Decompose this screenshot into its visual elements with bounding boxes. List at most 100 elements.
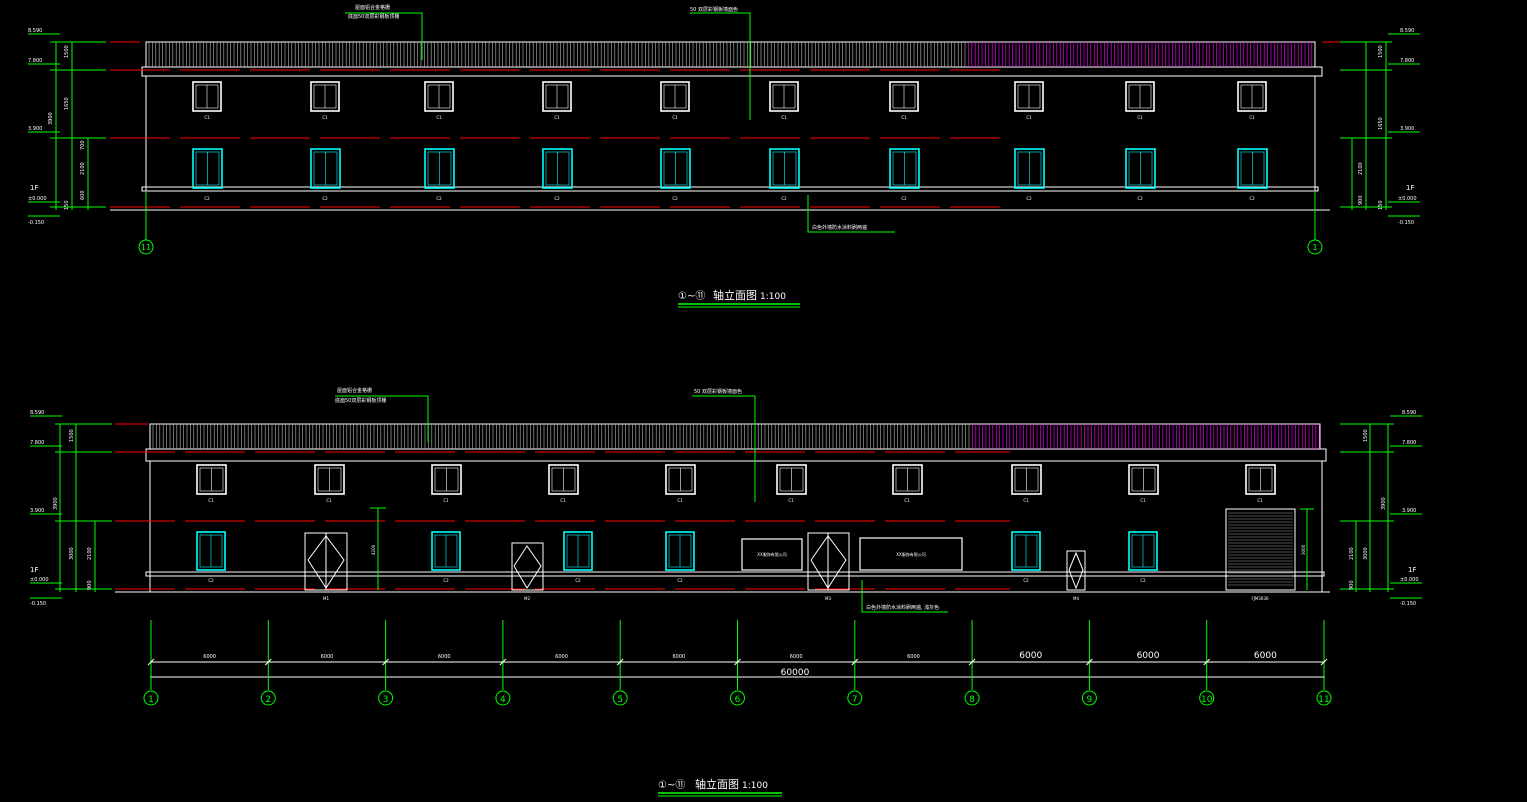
top-upper-window bbox=[424, 81, 454, 112]
door-m4-leaf bbox=[1068, 551, 1084, 590]
top-upper-window-tag: C1 bbox=[1137, 115, 1143, 120]
bottom-upper-window-tag: C1 bbox=[208, 498, 214, 503]
axis-dim-tick bbox=[1203, 658, 1211, 666]
rolling-door bbox=[1225, 508, 1296, 591]
top-lower-window bbox=[542, 148, 573, 189]
bottom-left-dim-3: 2100 bbox=[87, 547, 93, 560]
top-left-dim-2: 3900 bbox=[48, 112, 54, 125]
axis-label: 4 bbox=[500, 695, 506, 705]
axis-label: 2 bbox=[265, 695, 271, 705]
top-lower-window-tag: C2 bbox=[204, 196, 210, 201]
top-elevation-drawing: C1C2C1C2C1C2C1C2C1C2C1C2C1C2C1C2C1C2C1C2… bbox=[28, 4, 1420, 308]
top-wall-note: 50 双层彩钢板墙面色 bbox=[690, 6, 738, 13]
door-m3-tag: M3 bbox=[825, 596, 831, 601]
bottom-lower-note-leader bbox=[861, 580, 948, 613]
axis-bubble bbox=[847, 690, 863, 706]
door-m2-leaf bbox=[513, 545, 542, 589]
axis-span-label: 6000 bbox=[907, 654, 920, 660]
top-lower-window-tag: C2 bbox=[1249, 196, 1255, 201]
top-upper-window-tag: C1 bbox=[554, 115, 560, 120]
axis-span-label: 6000 bbox=[1019, 651, 1042, 661]
sign-board-1 bbox=[741, 538, 803, 571]
door-m4 bbox=[1066, 550, 1086, 591]
bottom-level-left-1: 8.590 bbox=[30, 410, 44, 416]
bottom-level-right-1: 8.590 bbox=[1402, 410, 1416, 416]
bottom-roof-note-2: 底面50双层彩钢板顶棚 bbox=[335, 397, 386, 404]
top-upper-window bbox=[1014, 81, 1044, 112]
bottom-upper-window-tag: C1 bbox=[326, 498, 332, 503]
top-left-dim-5: 2100 bbox=[80, 162, 86, 175]
axis-dim-tick bbox=[734, 658, 741, 666]
bottom-upper-window bbox=[431, 464, 462, 495]
bottom-right-dims: 1500 3900 2100 3000 900 bbox=[1349, 429, 1387, 590]
axis-span-label: 6000 bbox=[555, 654, 568, 660]
door-m1 bbox=[304, 532, 348, 591]
door-m4-tag: M4 bbox=[1073, 596, 1079, 601]
top-upper-window-tag: C1 bbox=[204, 115, 210, 120]
top-upper-window-tag: C1 bbox=[901, 115, 907, 120]
axis-span-label: 6000 bbox=[321, 654, 334, 660]
bottom-roof-note-1: 屋面铝合金格栅 bbox=[337, 387, 372, 394]
top-title-scale: 1:100 bbox=[760, 292, 786, 302]
bottom-right-dim-5: 900 bbox=[1349, 580, 1355, 590]
door-m1-leaf bbox=[307, 535, 345, 589]
door-m3 bbox=[807, 532, 850, 591]
axis-bubble bbox=[143, 690, 159, 706]
bottom-left-dim-2: 3900 bbox=[53, 497, 59, 510]
top-roof-note-leader bbox=[345, 12, 423, 60]
top-right-level-lines bbox=[1340, 33, 1420, 217]
bottom-lower-window-tag: C2 bbox=[1140, 578, 1146, 583]
axis-dim-tick bbox=[147, 658, 155, 666]
door-height-2: 3000 bbox=[1301, 544, 1306, 555]
bottom-left-dims: 1500 3900 2100 3000 900 bbox=[53, 429, 93, 590]
axis-dim-tick bbox=[1320, 658, 1328, 666]
sign-board-2-text: XX服饰有限公司 bbox=[896, 551, 925, 557]
top-upper-window-tag: C1 bbox=[781, 115, 787, 120]
bottom-roof-grille bbox=[152, 424, 1320, 449]
bottom-title-scale: 1:100 bbox=[742, 781, 768, 791]
top-lower-window-tag: C2 bbox=[901, 196, 907, 201]
top-upper-window bbox=[889, 81, 919, 112]
axis-label: 5 bbox=[617, 695, 623, 705]
top-level-left-1: 8.590 bbox=[28, 28, 42, 34]
top-axis-bubble-left bbox=[138, 239, 154, 255]
door-m3-leaf bbox=[810, 535, 847, 589]
axis-span-label: 6000 bbox=[672, 654, 685, 660]
top-level-right-3: 3.900 bbox=[1400, 126, 1414, 132]
bottom-upper-window bbox=[776, 464, 807, 495]
top-upper-window bbox=[310, 81, 340, 112]
bottom-level-left-3: 3.900 bbox=[30, 508, 44, 514]
top-upper-window-tag: C1 bbox=[1026, 115, 1032, 120]
top-left-level-marks: 8.590 7.800 3.900 1F ±0.000 -0.150 bbox=[28, 28, 47, 226]
axis-bubble bbox=[1316, 690, 1332, 706]
top-lower-note: 白色外墙防水涂料刷两遍 bbox=[812, 224, 867, 231]
top-level-left-4: ±0.000 bbox=[28, 196, 47, 202]
top-upper-window bbox=[192, 81, 222, 112]
top-floor-left: 1F bbox=[30, 184, 38, 192]
bottom-upper-window bbox=[892, 464, 923, 495]
top-left-dim-1: 1500 bbox=[64, 45, 70, 58]
top-right-dim-5: 150 bbox=[1378, 200, 1384, 210]
bottom-title: 轴立面图 bbox=[695, 777, 739, 791]
bottom-upper-window-tag: C1 bbox=[904, 498, 910, 503]
top-level-right-5: -0.150 bbox=[1398, 220, 1414, 226]
bottom-upper-window bbox=[1245, 464, 1276, 495]
bottom-right-dim-3: 2100 bbox=[1349, 547, 1355, 560]
axis-span-label: 6000 bbox=[1254, 651, 1277, 661]
axis-bubble bbox=[260, 690, 276, 706]
top-lower-window bbox=[192, 148, 223, 189]
axis-label: 7 bbox=[852, 695, 858, 705]
axis-label: 8 bbox=[969, 695, 975, 705]
axis-label: 6 bbox=[735, 695, 741, 705]
axis-bubble bbox=[612, 690, 628, 706]
top-right-level-marks: 8.590 7.800 3.900 1F ±0.000 -0.150 bbox=[1398, 28, 1417, 226]
top-lower-window bbox=[424, 148, 455, 189]
bottom-upper-window bbox=[1128, 464, 1159, 495]
bottom-title-prefix: ①~⑪ bbox=[658, 779, 685, 791]
axis-dim-tick bbox=[382, 658, 389, 666]
axis-label: 9 bbox=[1087, 695, 1093, 705]
bottom-level-left-2: 7.800 bbox=[30, 440, 44, 446]
